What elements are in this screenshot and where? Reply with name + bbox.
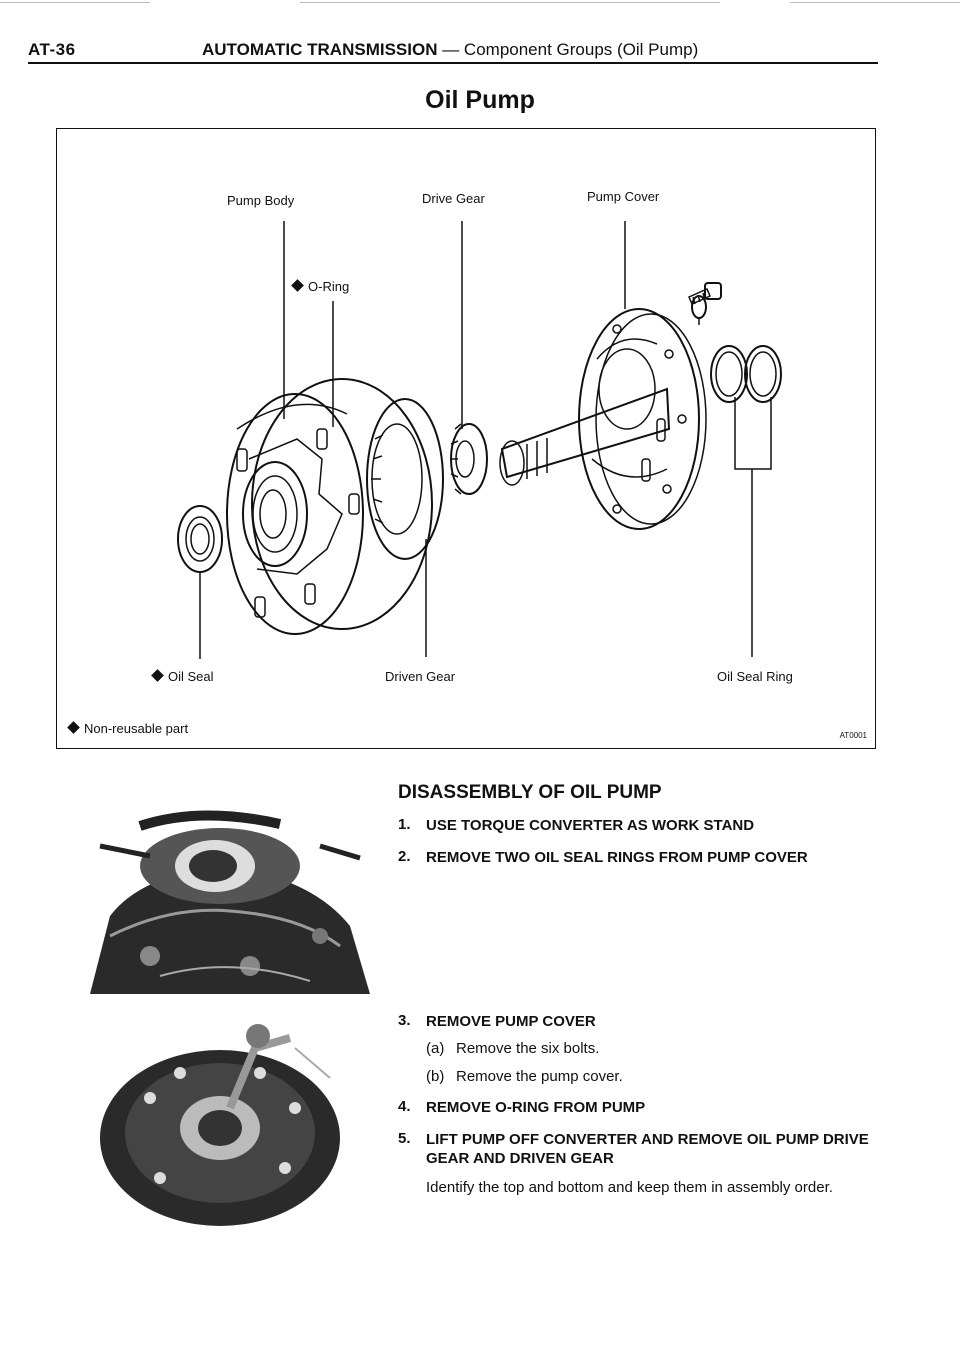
washer-part xyxy=(691,295,707,325)
step-text: LIFT PUMP OFF CONVERTER AND REMOVE OIL P… xyxy=(426,1131,869,1167)
bolt-part xyxy=(688,282,722,305)
step-4: 4. REMOVE O-RING FROM PUMP xyxy=(398,1098,878,1117)
pump-body-part xyxy=(226,378,433,635)
label-oil-seal-ring: Oil Seal Ring xyxy=(717,669,793,684)
substep-letter: (a) xyxy=(426,1040,445,1057)
drive-gear-part xyxy=(450,423,488,495)
header-rule xyxy=(28,62,878,64)
step-text: REMOVE O-RING FROM PUMP xyxy=(426,1099,646,1116)
step-1: 1. USE TORQUE CONVERTER AS WORK STAND xyxy=(398,816,878,835)
legend-text: Non-reusable part xyxy=(84,721,189,736)
label-o-ring-text: O-Ring xyxy=(308,279,350,294)
step-number: 3. xyxy=(398,1012,411,1029)
oil-pump-exploded-drawing xyxy=(177,221,782,659)
step-number: 1. xyxy=(398,816,411,833)
section-title-rest: — Component Groups (Oil Pump) xyxy=(437,40,699,59)
step-2: 2. REMOVE TWO OIL SEAL RINGS FROM PUMP C… xyxy=(398,848,878,867)
diamond-icon xyxy=(67,721,80,734)
step-5: 5. LIFT PUMP OFF CONVERTER AND REMOVE OI… xyxy=(398,1130,878,1168)
page-title: Oil Pump xyxy=(425,86,535,114)
pump-cover-part xyxy=(578,308,707,530)
label-oil-seal-text: Oil Seal xyxy=(168,669,214,684)
substep-a: (a) Remove the six bolts. xyxy=(426,1040,599,1057)
photo-pump-on-converter xyxy=(80,786,372,994)
scan-edge-line xyxy=(0,2,150,3)
oil-seal-part xyxy=(177,505,223,573)
step-number: 2. xyxy=(398,848,411,865)
diamond-icon xyxy=(291,279,304,292)
substep-letter: (b) xyxy=(426,1068,445,1085)
substep-b: (b) Remove the pump cover. xyxy=(426,1068,623,1085)
label-driven-gear: Driven Gear xyxy=(385,669,456,684)
section-title-bold: AUTOMATIC TRANSMISSION xyxy=(202,40,438,59)
label-pump-cover: Pump Cover xyxy=(587,189,660,204)
step-number: 5. xyxy=(398,1130,411,1147)
step-text: REMOVE PUMP COVER xyxy=(426,1013,596,1030)
scan-edge-line xyxy=(300,2,720,3)
label-drive-gear: Drive Gear xyxy=(422,191,485,206)
procedure-heading: DISASSEMBLY OF OIL PUMP xyxy=(398,782,662,803)
substep-text: Remove the six bolts. xyxy=(456,1040,600,1057)
step-number: 4. xyxy=(398,1098,411,1115)
label-oil-seal: Oil Seal xyxy=(151,669,214,684)
figure-legend: Non-reusable part xyxy=(67,721,189,736)
label-pump-body: Pump Body xyxy=(227,193,295,208)
driven-gear-part xyxy=(366,398,444,560)
photo-removing-pump-cover xyxy=(80,1018,372,1226)
section-title: AUTOMATIC TRANSMISSION — Component Group… xyxy=(202,40,698,60)
step-3: 3. REMOVE PUMP COVER xyxy=(398,1012,878,1031)
scan-edge-line xyxy=(790,2,960,3)
figure-code: AT0001 xyxy=(839,731,867,740)
diamond-icon xyxy=(151,669,164,682)
page-number: AT-36 xyxy=(28,40,76,59)
step-5-note: Identify the top and bottom and keep the… xyxy=(426,1179,833,1196)
page-header: AT-36 AUTOMATIC TRANSMISSION — Component… xyxy=(28,40,878,64)
oil-seal-rings-part xyxy=(710,345,782,470)
label-o-ring: O-Ring xyxy=(291,279,350,294)
step-text: USE TORQUE CONVERTER AS WORK STAND xyxy=(426,817,755,834)
stator-shaft-part xyxy=(499,387,671,486)
step-text: REMOVE TWO OIL SEAL RINGS FROM PUMP COVE… xyxy=(426,849,808,866)
substep-text: Remove the pump cover. xyxy=(456,1068,623,1085)
exploded-view-figure: Pump Body Drive Gear Pump Cover O-Ring O… xyxy=(56,128,876,749)
